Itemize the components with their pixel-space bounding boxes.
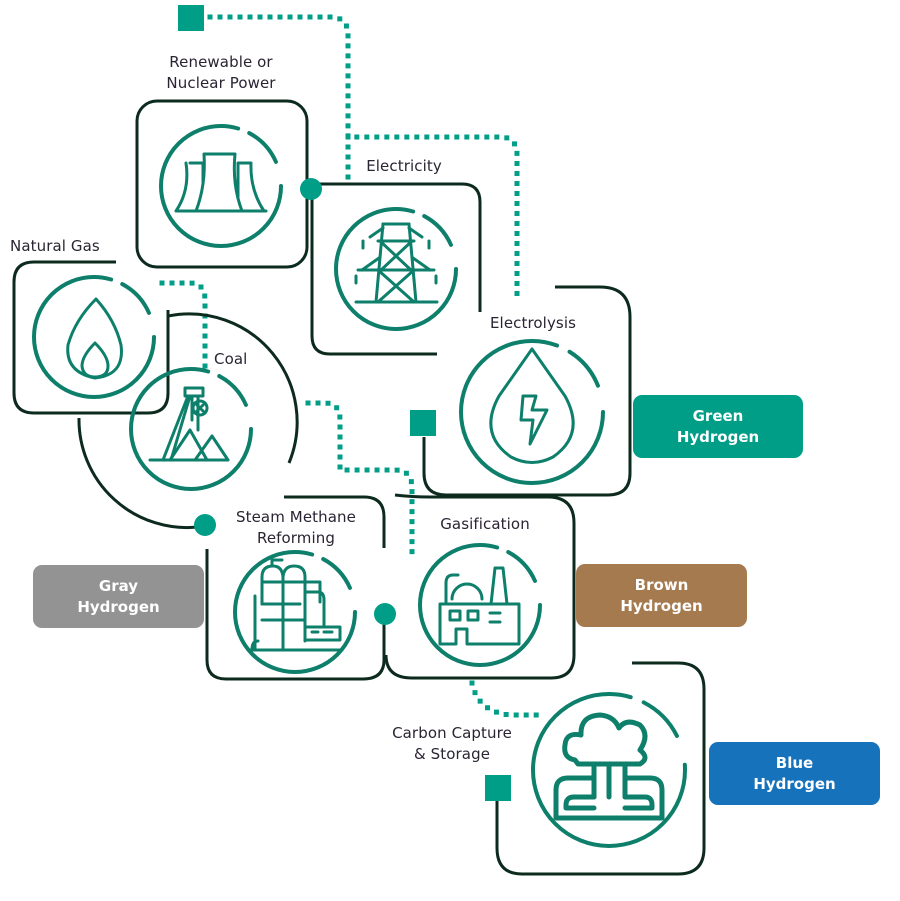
badge-line: Hydrogen: [620, 596, 703, 615]
start-square-ccs: [485, 775, 511, 801]
ring-natural-gas: [32, 275, 156, 399]
underground-storage-icon: [553, 712, 665, 821]
ring-power: [159, 124, 283, 248]
factory-icon: [438, 566, 521, 646]
ring-gasification: [418, 543, 542, 667]
refinery-icon: [248, 558, 342, 652]
frame-electricity: [310, 182, 482, 356]
start-square-power: [178, 5, 204, 31]
connector-gas-to-coal: [159, 280, 208, 373]
node-label-natural-gas: Natural Gas: [10, 237, 100, 255]
label-line: Carbon Capture: [392, 724, 512, 742]
badge-line: Brown: [634, 575, 689, 594]
node-label-smr: Steam Methane Reforming: [221, 507, 371, 549]
badge-line: Blue: [775, 753, 814, 772]
label-line: & Storage: [413, 745, 491, 763]
frame-smr: [205, 495, 386, 681]
start-square-electrolysis: [410, 410, 436, 436]
label-line: Reforming: [256, 529, 336, 547]
mine-headframe-icon: [148, 386, 230, 462]
node-label-coal: Coal: [214, 350, 248, 368]
dotted-connectors: [159, 14, 548, 718]
ring-coal: [129, 367, 253, 491]
badge-line: Hydrogen: [77, 597, 160, 616]
water-drop-bolt-icon: [489, 347, 575, 464]
flame-icon: [66, 297, 123, 380]
ring-ccs: [531, 692, 687, 848]
cooling-tower-icon: [174, 152, 268, 213]
power-pylon-icon: [354, 222, 439, 304]
badge-line: Hydrogen: [753, 774, 836, 793]
connector-gasification-to-ccs: [469, 680, 548, 718]
badge-line: Gray: [98, 576, 139, 595]
badge-line: Hydrogen: [676, 427, 760, 446]
label-line: Nuclear Power: [166, 74, 276, 92]
icon-rings: [32, 124, 687, 848]
node-frames: [12, 99, 706, 876]
ring-electricity: [334, 207, 458, 331]
node-label-ccs: Carbon Capture & Storage: [377, 723, 527, 765]
node-label-power: Renewable or Nuclear Power: [145, 52, 297, 94]
label-line: Renewable or: [169, 53, 273, 71]
junction-dot-power-electricity: [300, 178, 322, 200]
ring-electrolysis: [459, 339, 605, 485]
frame-ccs: [495, 661, 706, 876]
label-line: Steam Methane: [236, 508, 356, 526]
frame-electrolysis: [422, 285, 632, 497]
junction-markers: [178, 5, 511, 801]
ring-smr: [233, 550, 357, 674]
node-label-electricity: Electricity: [366, 157, 442, 175]
node-label-gasification: Gasification: [440, 515, 530, 533]
connector-coal-to-gasification: [305, 400, 415, 558]
badge-line: Green: [692, 406, 744, 425]
junction-dot-smr-gasification: [374, 603, 396, 625]
frame-natural-gas: [12, 260, 170, 415]
frame-coal: [77, 312, 299, 530]
frame-gasification: [384, 493, 576, 680]
node-label-electrolysis: Electrolysis: [489, 314, 577, 332]
junction-dot-coal-smr: [194, 514, 216, 536]
